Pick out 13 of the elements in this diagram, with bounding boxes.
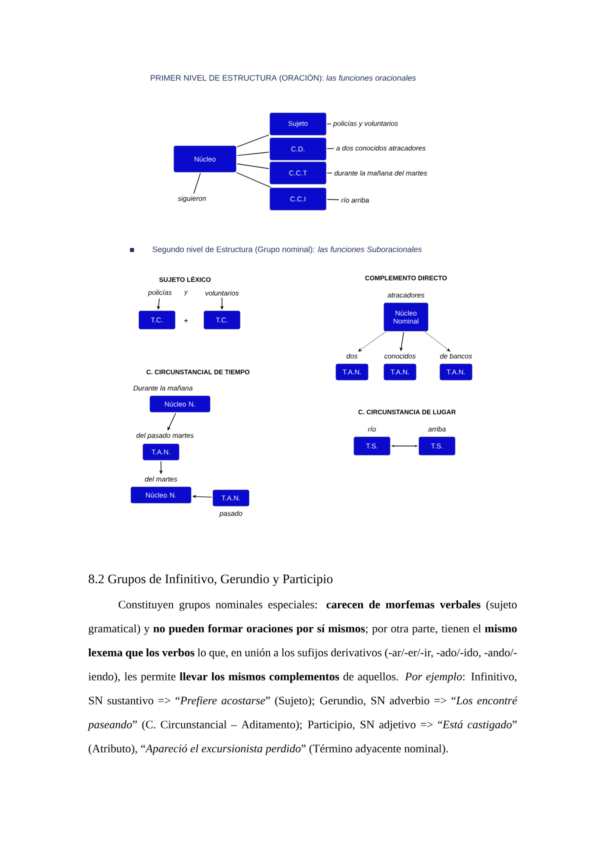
- paragraph: Constituyen grupos nominales especiales: carecen de morfemas verbales (sujeto gramatical) y no pueden formar oraciones por sí mismos; por otra parte, tienen el mismo lexema que los verbos lo que, en unión a los sufijos derivativos (-ar/-er/-ir, -ado/-ido, -ando/-iendo), les permite llevar los mismos complementos de aquellos. Por ejemplo: Infinitivo, SN sustantivo => “Prefiere acostarse” (Sujeto); Gerundio, SN adverbio => “Los encontré paseando” (C. Circunstancial – Aditamento); Participio, SN adjetivo => “Está castigado” (Atributo), “Apareció el excursionista perdido” (Término adyacente nominal).: [88, 600, 518, 755]
- section-heading: 8.2 Grupos de Infinitivo, Gerundio y Participio: [88, 574, 333, 586]
- heading: Segundo nivel de Estructura (Grupo nominal): las funciones Suboracionales: [152, 246, 422, 254]
- heading: PRIMER NIVEL DE ESTRUCTURA (ORACIÓN): las funciones oracionales: [150, 74, 416, 82]
- connector-line: [236, 172, 272, 188]
- connector-line: [236, 152, 270, 156]
- connector-line: [236, 134, 270, 148]
- connector-line: [326, 148, 334, 149]
- connector-line: [326, 199, 340, 200]
- connector-line: [326, 172, 332, 174]
- connector-line: [193, 172, 201, 194]
- plus-sign: +: [184, 318, 188, 323]
- connector-line: [236, 164, 270, 169]
